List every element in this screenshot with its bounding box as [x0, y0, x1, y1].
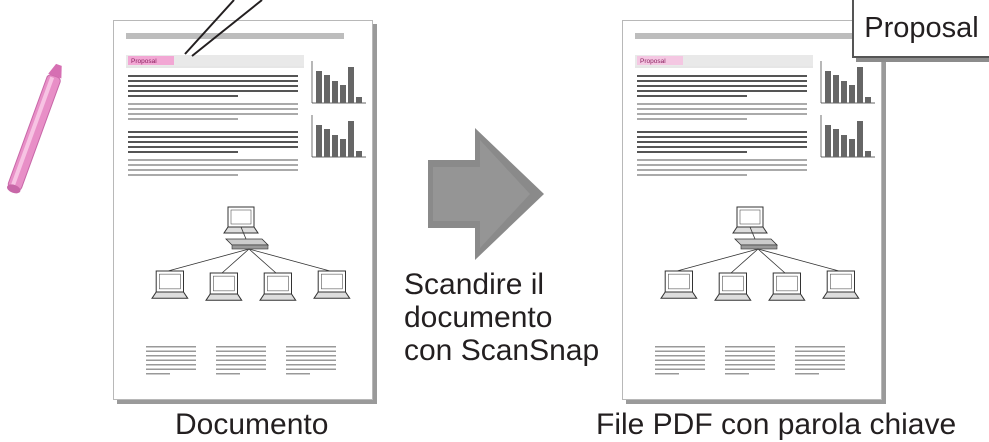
scan-instruction: Scandire il documento con ScanSnap: [404, 268, 604, 367]
network-hub-icon: [225, 238, 269, 250]
keyword-callout: Proposal: [852, 0, 989, 58]
result-document-content: Proposal: [635, 33, 875, 375]
network-diagram: [151, 206, 351, 301]
scan-instruction-line: Scandire il: [404, 268, 545, 301]
right-arrow-icon: [428, 128, 544, 260]
laptop-icon: [822, 270, 860, 299]
mini-bar-chart: [311, 61, 366, 104]
laptop-icon: [768, 272, 806, 301]
header-label: Proposal: [640, 58, 666, 65]
result-label: File PDF con parola chiave: [596, 408, 957, 441]
laptop-icon: [259, 272, 297, 301]
laptop-icon: [732, 206, 768, 234]
keyword-text: Proposal: [864, 12, 979, 44]
footer-column: [795, 346, 845, 375]
footer-column: [655, 346, 705, 375]
mini-bar-chart: [311, 115, 366, 158]
mini-bar-chart: [820, 61, 875, 104]
highlighter-pen-icon: [7, 63, 62, 194]
footer-column: [725, 346, 775, 375]
scan-instruction-line: documento: [404, 301, 553, 334]
laptop-icon: [151, 270, 189, 299]
footer-column: [216, 346, 266, 375]
mini-bar-chart: [820, 115, 875, 158]
laptop-icon: [714, 272, 752, 301]
laptop-icon: [313, 270, 351, 299]
result-pdf-document: Proposal: [622, 20, 882, 400]
footer-column: [286, 346, 336, 375]
source-label: Documento: [175, 408, 329, 441]
laptop-icon: [223, 206, 259, 234]
source-document: Proposal: [113, 20, 373, 400]
scan-instruction-line: con ScanSnap: [404, 334, 600, 367]
highlight-callout-lines: [184, 0, 263, 57]
laptop-icon: [205, 272, 243, 301]
header-label: Proposal: [131, 58, 157, 65]
source-document-content: Proposal: [126, 33, 366, 375]
laptop-icon: [660, 270, 698, 299]
footer-column: [146, 346, 196, 375]
network-diagram: [660, 206, 860, 301]
